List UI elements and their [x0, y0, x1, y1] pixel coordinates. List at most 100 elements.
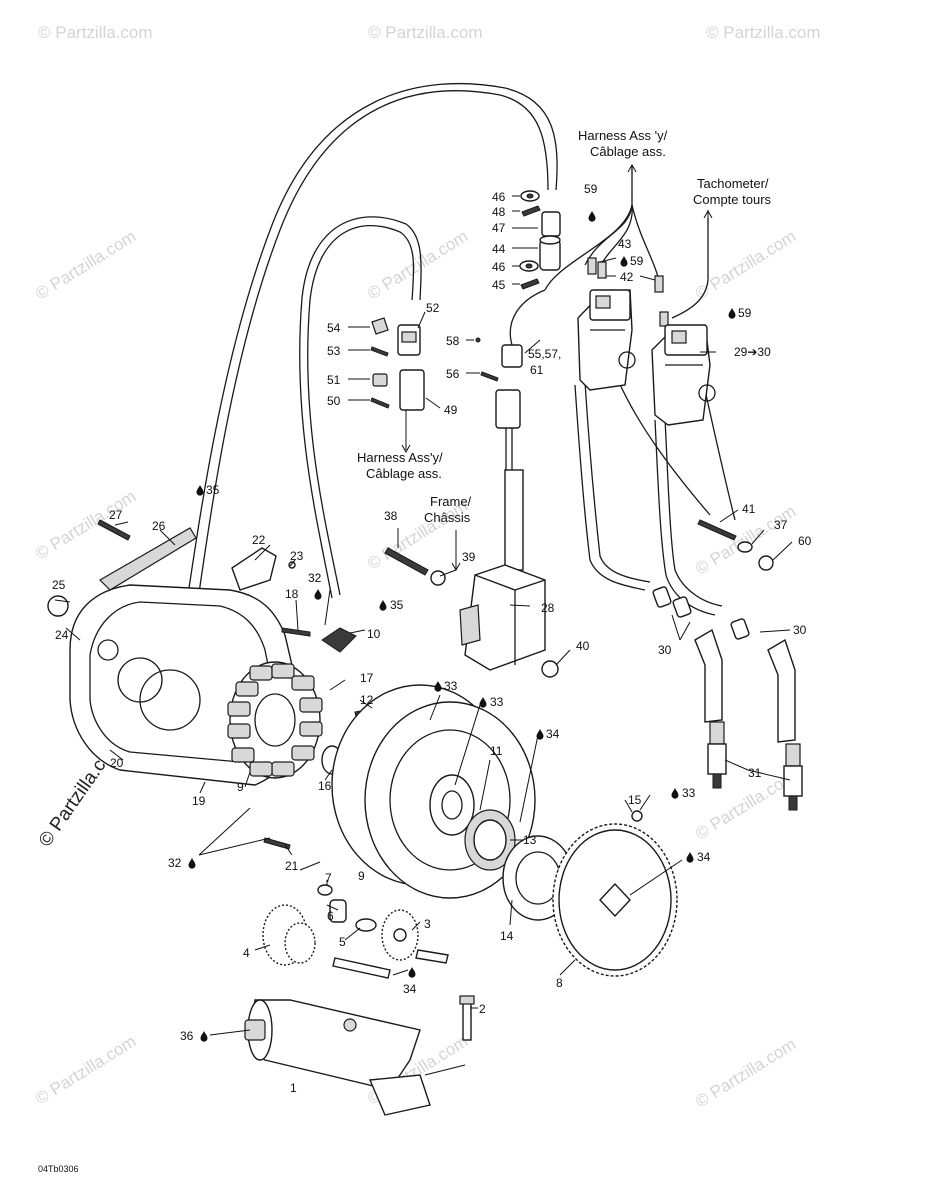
watermark-text: © Partzilla.com	[38, 23, 153, 42]
callout-47: 47	[492, 221, 506, 235]
coil-fasteners	[697, 519, 774, 571]
callout-6: 6	[327, 909, 334, 923]
caption-harness-top-line2: Câblage ass.	[590, 144, 666, 159]
callout-15: 15	[628, 793, 642, 807]
callout-43: 43	[618, 237, 632, 251]
callout-59: 59	[630, 254, 644, 268]
callout-36: 36	[180, 1029, 194, 1043]
callout-35: 35	[390, 598, 404, 612]
callout-20: 20	[110, 756, 124, 770]
electronic-module	[384, 469, 559, 678]
callout-34: 34	[546, 727, 560, 741]
callout-7: 7	[325, 871, 332, 885]
callout-33: 33	[444, 679, 458, 693]
caption-frame-line2: Châssis	[424, 510, 471, 525]
callout-41: 41	[742, 502, 756, 516]
caption-harness-top-line1: Harness Ass 'y/	[578, 128, 668, 143]
callout-numbers: 46 48 47 44 46 45 59 43 59 42 59 29➔30 5…	[52, 182, 812, 1095]
callout-25: 25	[52, 578, 66, 592]
callout-18: 18	[285, 587, 299, 601]
callout-52: 52	[426, 301, 440, 315]
callout-34: 34	[697, 850, 711, 864]
lubricant-drop-icon	[728, 308, 736, 319]
callout-53: 53	[327, 344, 341, 358]
caption-tachometer-line2: Compte tours	[693, 192, 772, 207]
spark-plugs	[707, 721, 803, 811]
callout-31: 31	[748, 766, 762, 780]
lubricant-drop-icon	[620, 256, 628, 267]
callout-29-30: 29➔30	[734, 345, 771, 359]
callout-3: 3	[424, 917, 431, 931]
callout-30: 30	[793, 623, 807, 637]
callout-19: 19	[192, 794, 206, 808]
lubricant-drop-icon	[434, 681, 442, 692]
callout-58: 58	[446, 334, 460, 348]
lubricant-drop-icon	[408, 967, 416, 978]
callout-50: 50	[327, 394, 341, 408]
callout-54: 54	[327, 321, 341, 335]
callout-46: 46	[492, 190, 506, 204]
callout-17: 17	[360, 671, 374, 685]
callout-23: 23	[290, 549, 304, 563]
starter-motor	[244, 995, 475, 1116]
callout-1: 1	[290, 1081, 297, 1095]
caption-harness-mid-line1: Harness Ass'y/	[357, 450, 443, 465]
callout-26: 26	[152, 519, 166, 533]
callout-34: 34	[403, 982, 417, 996]
middle-connectors	[370, 317, 523, 470]
callout-37: 37	[774, 518, 788, 532]
callout-61: 61	[530, 363, 544, 377]
caption-frame-line1: Frame/	[430, 494, 472, 509]
lubricant-drop-icon	[314, 589, 322, 600]
callout-35: 35	[206, 483, 220, 497]
callout-38: 38	[384, 509, 398, 523]
watermark-text: © Partzilla.com	[706, 23, 821, 42]
captions: Harness Ass 'y/ Câblage ass. Tachometer/…	[357, 128, 772, 525]
caption-harness-mid-line2: Câblage ass.	[366, 466, 442, 481]
callout-55-57: 55,57,	[528, 347, 561, 361]
ignition-coil-left	[577, 289, 636, 391]
callout-21: 21	[285, 859, 299, 873]
callout-59: 59	[584, 182, 598, 196]
lubricant-drop-icon	[200, 1031, 208, 1042]
watermark-text: © Partzilla.com	[692, 1035, 799, 1112]
watermark-text: © Partzilla.com	[32, 1032, 139, 1109]
spark-plug-cables	[574, 379, 736, 616]
lubricant-drop-icon	[686, 852, 694, 863]
lubricant-drop-icon	[188, 858, 196, 869]
lubricant-drop-icon	[379, 600, 387, 611]
callout-30: 30	[658, 643, 672, 657]
callout-46: 46	[492, 260, 506, 274]
watermark-text: © Partzilla.com	[368, 23, 483, 42]
watermark-text: © Partzilla.com	[32, 487, 139, 564]
callout-56: 56	[446, 367, 460, 381]
lubricant-drop-icon	[536, 729, 544, 740]
callout-5: 5	[339, 935, 346, 949]
callout-51: 51	[327, 373, 341, 387]
callout-40: 40	[576, 639, 590, 653]
lubricant-drop-icon	[671, 788, 679, 799]
callout-32: 32	[168, 856, 182, 870]
upper-connector-parts	[519, 190, 669, 327]
lubricant-drop-icon	[588, 211, 596, 222]
caption-tachometer-line1: Tachometer/	[697, 176, 769, 191]
callout-28: 28	[541, 601, 555, 615]
lubricant-drop-icon	[196, 485, 204, 496]
callout-42: 42	[620, 270, 634, 284]
callout-13: 13	[523, 833, 537, 847]
callout-27: 27	[109, 508, 123, 522]
callout-11: 11	[490, 744, 503, 758]
flywheel	[331, 684, 536, 899]
callout-32: 32	[308, 571, 322, 585]
high-voltage-cable-loops	[184, 82, 558, 621]
watermark-text: © Partzilla.com	[32, 227, 139, 304]
callout-4: 4	[243, 946, 250, 960]
callout-45: 45	[492, 278, 506, 292]
ignition-coil-right	[651, 324, 716, 426]
callout-49: 49	[444, 403, 458, 417]
diagram-code: 04Tb0306	[38, 1164, 79, 1174]
ring-gear	[552, 823, 678, 977]
callout-22: 22	[252, 533, 266, 547]
lubricant-drop-icon	[479, 697, 487, 708]
